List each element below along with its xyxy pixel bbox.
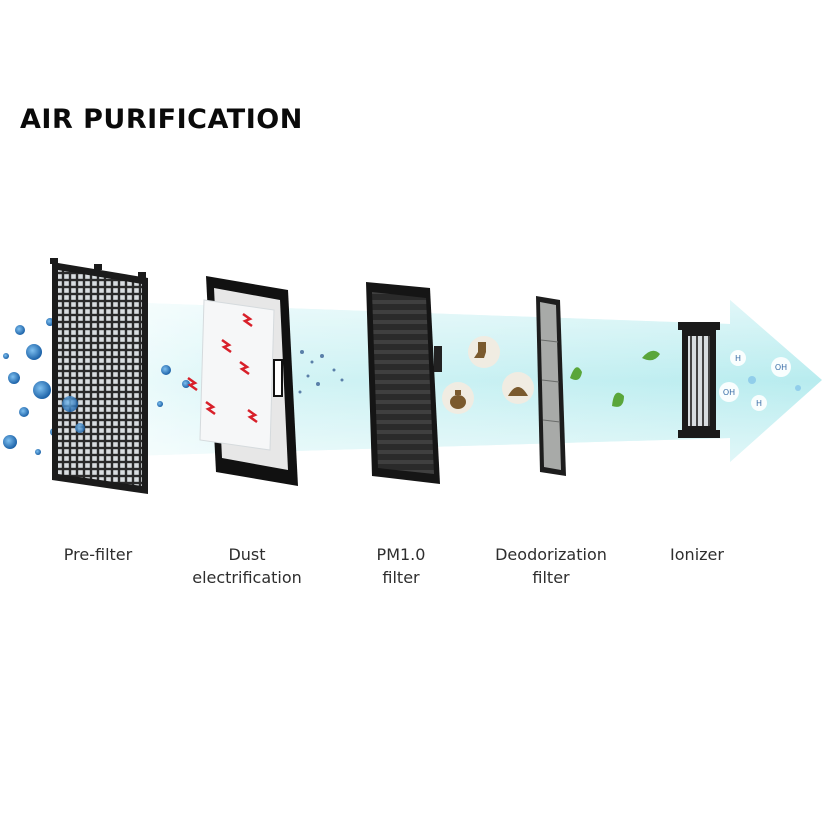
stage-label-line1: Dust <box>228 545 266 564</box>
odor-icons <box>442 336 534 414</box>
dust-particle-icon <box>3 435 17 449</box>
stage-label-line2: filter <box>532 568 570 587</box>
electric-spark-icon <box>221 338 232 354</box>
dust-particle-icon <box>182 380 190 388</box>
garbage-odor-icon <box>442 382 474 414</box>
dust-electrification-panel <box>199 276 298 486</box>
deodorization-filter-panel <box>536 296 566 476</box>
dust-particle-icon <box>75 423 85 433</box>
dust-particle-icon <box>19 407 29 417</box>
pet-waste-icon <box>502 372 534 404</box>
stage-label-pm1-filter: PM1.0 filter <box>377 543 426 589</box>
electric-spark-icon <box>242 312 253 328</box>
dust-particle-icon <box>157 401 163 407</box>
electric-spark-icon <box>205 400 216 416</box>
dust-particles-behind-prefilter <box>62 365 190 433</box>
hydrogen-ion-icon: H <box>751 395 767 411</box>
svg-text:OH: OH <box>775 363 787 372</box>
electric-sparks <box>187 312 258 424</box>
ionizer-unit <box>678 322 720 438</box>
filtration-diagram: H OH OH H <box>3 258 822 494</box>
dust-particle-icon <box>15 325 25 335</box>
leaves <box>570 350 660 407</box>
dust-particle-icon <box>33 381 51 399</box>
leaf-icon <box>570 367 582 380</box>
stage-label-line1: Ionizer <box>670 545 724 564</box>
svg-text:OH: OH <box>723 388 735 397</box>
hydroxide-ion-icon: OH <box>771 357 791 377</box>
svg-text:H: H <box>756 399 762 408</box>
dust-particle-icon <box>3 353 9 359</box>
dust-particles <box>3 318 58 455</box>
dust-particle-icon <box>161 365 171 375</box>
stage-label-line1: Pre-filter <box>63 545 133 564</box>
leaf-icon <box>612 392 624 407</box>
dust-particle-icon <box>26 344 42 360</box>
dust-particle-icon <box>8 372 20 384</box>
stage-label-line1: PM1.0 <box>376 545 426 564</box>
fine-particles <box>298 350 344 394</box>
stage-label-line2: filter <box>382 568 420 587</box>
dust-particle-icon <box>62 396 78 412</box>
pm1-filter-panel <box>366 282 442 484</box>
ions: H OH OH H <box>719 350 801 411</box>
stage-label-deodorization-filter: Deodorization filter <box>495 543 607 589</box>
leaf-icon <box>642 350 660 361</box>
sock-odor-icon <box>468 336 500 368</box>
pre-filter-panel <box>50 258 148 494</box>
page-title: AIR PURIFICATION <box>20 104 303 135</box>
stage-label-pre-filter: Pre-filter <box>64 543 132 566</box>
stage-label-line1: Deodorization <box>495 545 607 564</box>
hydroxide-ion-icon: OH <box>719 382 739 402</box>
svg-text:H: H <box>735 354 741 363</box>
stage-label-ionizer: Ionizer <box>670 543 724 566</box>
electric-spark-icon <box>187 376 198 392</box>
stage-label-line2: electrification <box>192 568 302 587</box>
stage-label-dust-electrification: Dust electrification <box>192 543 302 589</box>
electric-spark-icon <box>247 408 258 424</box>
dust-particle-icon <box>35 449 41 455</box>
hydrogen-ion-icon: H <box>730 350 746 366</box>
electric-spark-icon <box>239 360 250 376</box>
